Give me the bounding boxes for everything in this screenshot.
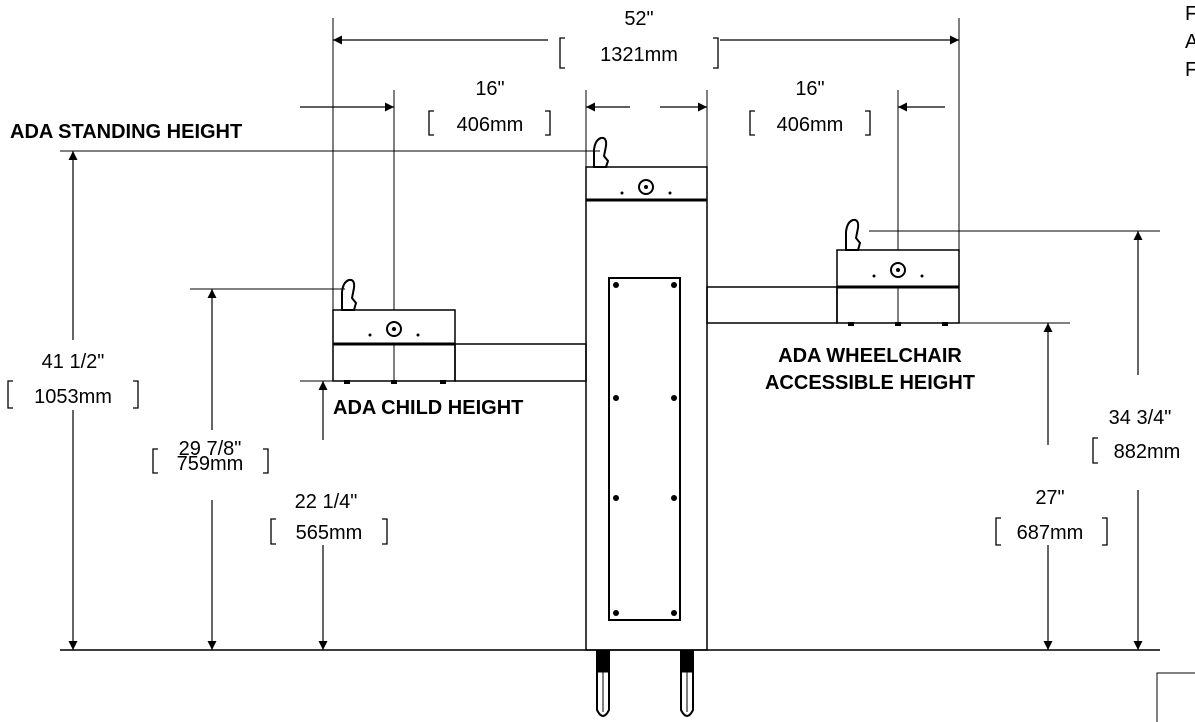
right-bubbler-icon xyxy=(845,218,862,251)
child-height-title: ADA CHILD HEIGHT xyxy=(333,397,523,419)
corner-frame xyxy=(1156,672,1195,722)
right-drain-icon xyxy=(872,262,924,278)
dimension-lines xyxy=(68,35,1143,650)
overall-width-metric: 1321mm xyxy=(600,44,678,66)
top-drain-icon xyxy=(620,179,672,195)
wheelchair-spout-imperial: 34 3/4" xyxy=(1109,407,1172,429)
wheelchair-rim-imperial: 27" xyxy=(1035,487,1064,509)
top-bubbler-icon xyxy=(593,136,610,168)
wheelchair-title-line1: ADA WHEELCHAIR xyxy=(778,345,962,367)
child-rim-metric: 565mm xyxy=(296,522,363,544)
left-drain-icon xyxy=(368,321,420,337)
child-spout-imperial: 29 7/8" xyxy=(179,438,242,460)
overall-width-imperial: 52" xyxy=(624,8,653,30)
pipe-legs xyxy=(596,649,694,717)
right-offset-metric: 406mm xyxy=(777,114,844,136)
standing-height-metric: 1053mm xyxy=(34,386,112,408)
corner-text-1: F xyxy=(1185,3,1195,25)
left-offset-imperial: 16" xyxy=(475,78,504,100)
wheelchair-title-line2: ACCESSIBLE HEIGHT xyxy=(765,372,975,394)
wheelchair-rim-metric: 687mm xyxy=(1017,522,1084,544)
corner-text-2: A xyxy=(1185,31,1195,53)
right-basin-feet xyxy=(848,322,948,326)
standing-height-imperial: 41 1/2" xyxy=(42,351,105,373)
child-rim-imperial: 22 1/4" xyxy=(295,491,358,513)
extension-lines xyxy=(60,18,1160,382)
center-tower xyxy=(585,166,708,651)
tower-bolts xyxy=(613,282,677,616)
wheelchair-spout-metric: 882mm xyxy=(1114,441,1181,463)
corner-text-3: F xyxy=(1185,59,1195,81)
left-basin-feet xyxy=(344,380,446,384)
right-offset-imperial: 16" xyxy=(795,78,824,100)
right-basin xyxy=(706,249,960,324)
left-basin xyxy=(332,309,587,382)
metric-brackets xyxy=(7,37,1108,546)
left-offset-metric: 406mm xyxy=(457,114,524,136)
child-spout-metric: 759mm xyxy=(177,453,244,475)
left-bubbler-icon xyxy=(341,278,358,311)
standing-height-title: ADA STANDING HEIGHT xyxy=(10,121,242,143)
